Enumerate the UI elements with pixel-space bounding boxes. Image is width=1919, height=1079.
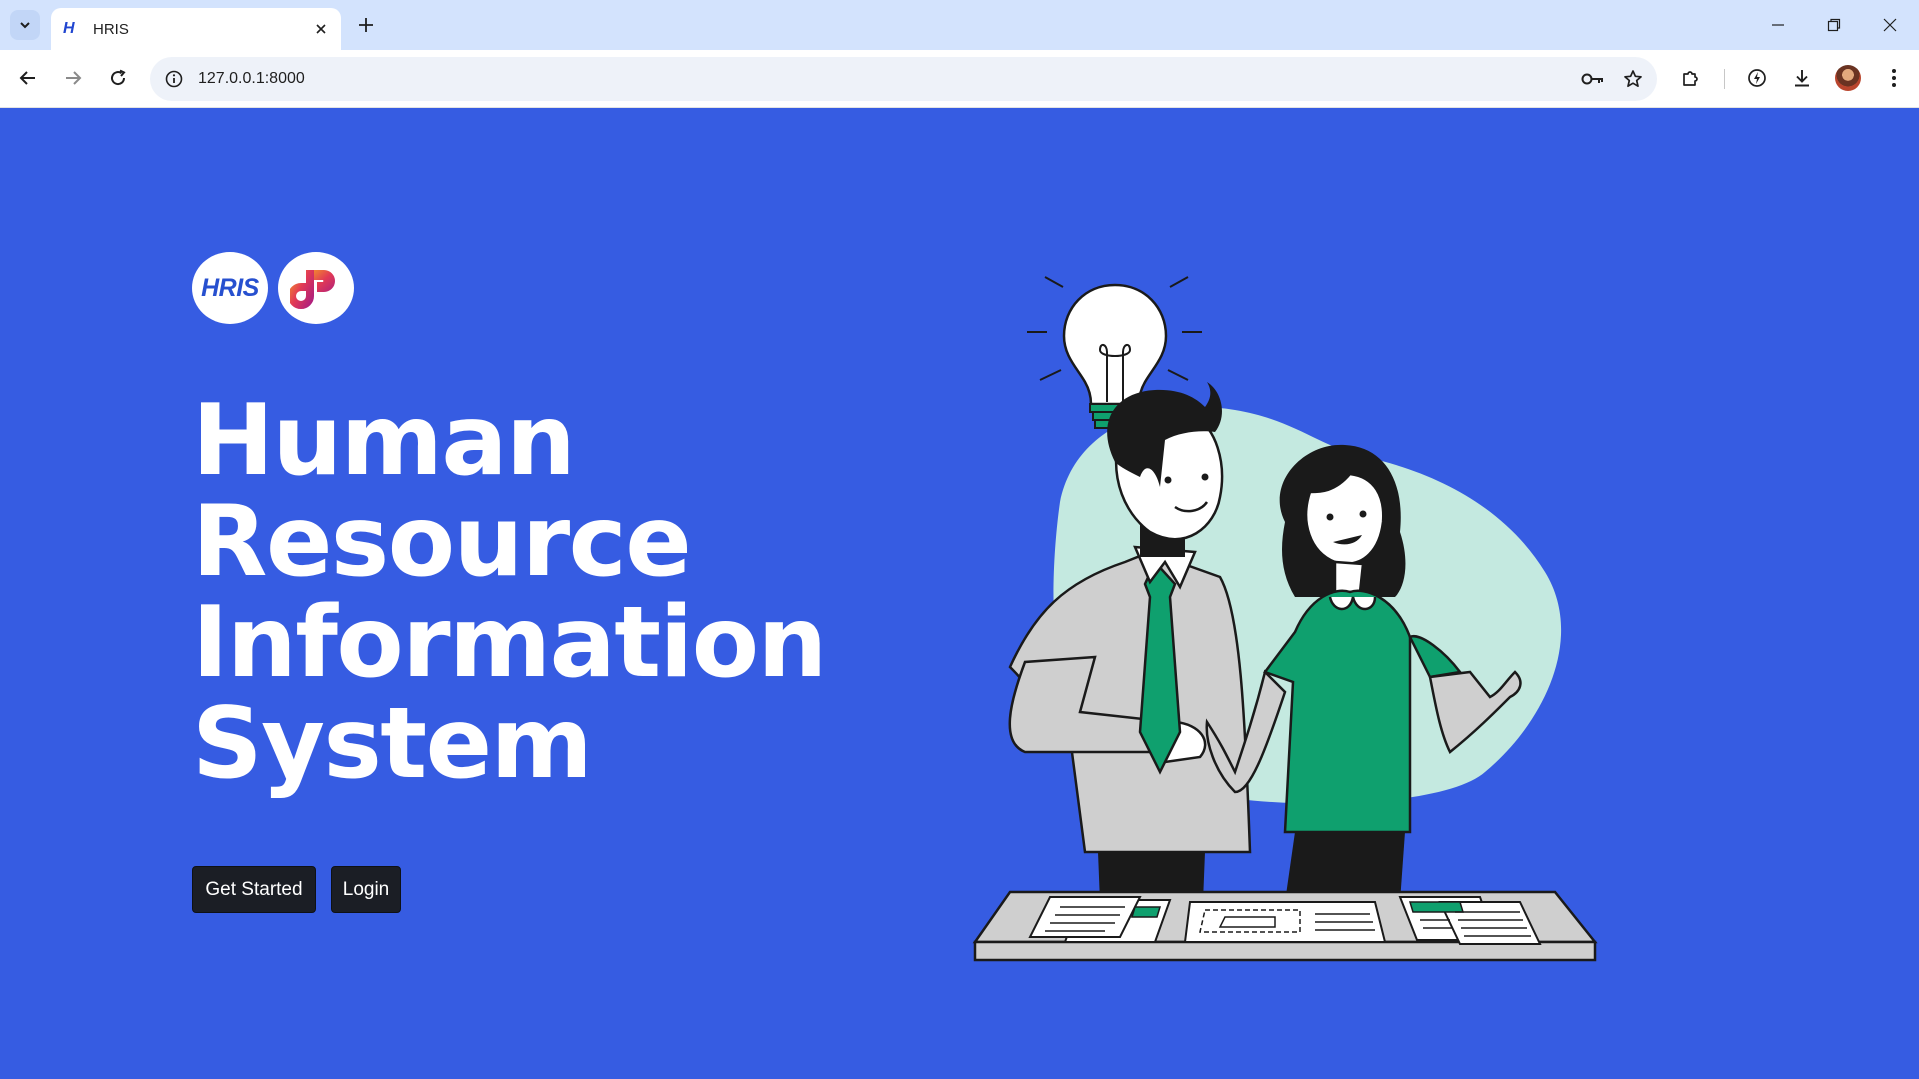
document-left (1028, 896, 1172, 943)
reload-icon (111, 69, 126, 86)
toolbar-divider (1724, 69, 1725, 89)
performance-icon[interactable] (1741, 62, 1773, 94)
blueprint-center (1183, 901, 1387, 943)
arrow-right-icon (66, 71, 82, 85)
tab-title: HRIS (93, 20, 129, 38)
arrow-left-icon (19, 71, 35, 85)
password-key-icon[interactable] (1577, 63, 1609, 95)
back-button[interactable] (12, 62, 44, 94)
woman-figure (1205, 444, 1522, 902)
browser-toolbar: 127.0.0.1:8000 (0, 50, 1919, 108)
hero-title: Human Resource Information System (192, 384, 827, 801)
close-icon (1883, 18, 1897, 32)
man-figure (1008, 382, 1252, 902)
plus-icon (359, 18, 373, 32)
forward-button[interactable] (57, 62, 89, 94)
hero-title-line: Resource (192, 485, 692, 599)
tab-search-button[interactable] (10, 10, 40, 40)
profile-avatar[interactable] (1835, 65, 1861, 91)
browser-tab[interactable]: H HRIS (51, 8, 341, 50)
site-info-icon[interactable] (164, 69, 184, 89)
logo-group: HRIS (192, 252, 354, 324)
hris-logo: HRIS (192, 252, 268, 324)
menu-kebab-icon[interactable] (1878, 62, 1910, 94)
hris-favicon-icon: H (63, 20, 75, 37)
close-icon (316, 24, 326, 34)
cta-group: Get Started Login (192, 866, 401, 913)
get-started-button[interactable]: Get Started (192, 866, 316, 913)
hero-title-line: System (192, 687, 593, 801)
hero-title-line: Human (192, 384, 576, 498)
hris-logo-text: HRIS (201, 273, 259, 302)
close-window-button[interactable] (1870, 10, 1910, 40)
download-icon[interactable] (1786, 62, 1818, 94)
partner-logo (278, 252, 354, 324)
hero-title-line: Information (192, 586, 827, 700)
close-tab-button[interactable] (311, 19, 331, 39)
hero-illustration (972, 276, 1598, 962)
desk (972, 890, 1598, 962)
address-bar[interactable]: 127.0.0.1:8000 (150, 57, 1657, 101)
restore-button[interactable] (1814, 10, 1854, 40)
browser-tab-strip: H HRIS (0, 0, 1919, 50)
minimize-button[interactable] (1758, 10, 1798, 40)
chevron-down-icon (20, 22, 30, 29)
reload-button[interactable] (102, 62, 134, 94)
document-right (1398, 896, 1542, 945)
extensions-icon[interactable] (1675, 62, 1707, 94)
partner-logo-icon (290, 270, 335, 309)
url-text[interactable]: 127.0.0.1:8000 (198, 70, 305, 87)
minimize-icon (1772, 24, 1784, 26)
new-tab-button[interactable] (352, 11, 380, 39)
landing-page: HRIS Human Resource Information System G… (0, 109, 1919, 1079)
restore-icon (1827, 18, 1841, 32)
bookmark-star-icon[interactable] (1617, 63, 1649, 95)
login-button[interactable]: Login (331, 866, 401, 913)
